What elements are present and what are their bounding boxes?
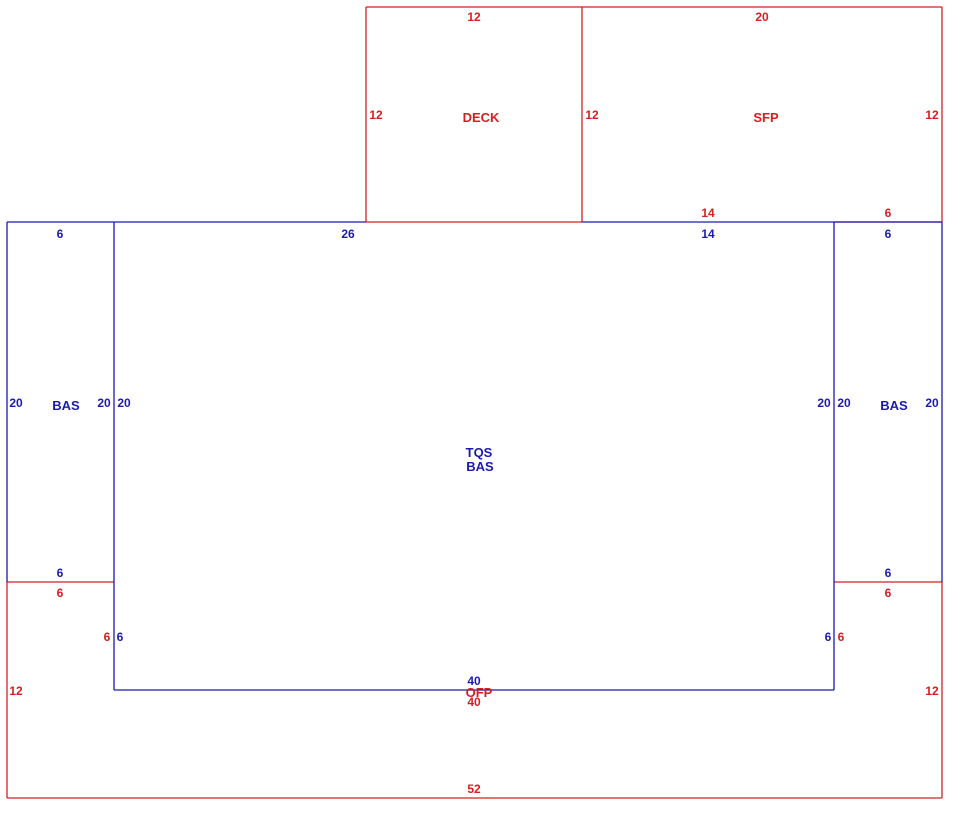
dim-bas-right-outer: 20 xyxy=(925,396,939,410)
area-label-bas-main: BAS xyxy=(466,459,494,474)
dim-bas-right-top: 6 xyxy=(885,227,892,241)
dim-sfp-bottom-right: 6 xyxy=(885,206,892,220)
dim-ofp-top-right: 6 xyxy=(885,586,892,600)
dim-ofp-top-center: 40 xyxy=(467,695,481,709)
bas-right-outline xyxy=(834,221,943,582)
dim-ofp-step-left-blue: 6 xyxy=(117,630,124,644)
dim-sfp-right: 12 xyxy=(925,108,939,122)
dim-main-bottom: 40 xyxy=(467,674,481,688)
main-living-outline xyxy=(113,221,835,691)
dim-deck-top: 12 xyxy=(467,10,481,24)
dim-ofp-step-right-blue: 6 xyxy=(825,630,832,644)
area-label-ofp: OFP xyxy=(466,685,493,700)
bas-left-outline xyxy=(6,221,114,582)
dim-ofp-right: 12 xyxy=(925,684,939,698)
deck-outline xyxy=(365,6,583,223)
area-label-sfp: SFP xyxy=(753,110,779,125)
dim-bas-left-top: 6 xyxy=(57,227,64,241)
dim-ofp-step-right: 6 xyxy=(838,630,845,644)
dim-ofp-bottom: 52 xyxy=(467,782,481,796)
dim-main-right: 20 xyxy=(817,396,831,410)
dim-main-top-right: 14 xyxy=(701,227,715,241)
dim-main-top-left: 26 xyxy=(341,227,355,241)
dim-ofp-top-left: 6 xyxy=(57,586,64,600)
area-label-deck: DECK xyxy=(463,110,500,125)
dim-sfp-bottom-left: 14 xyxy=(701,206,715,220)
dim-bas-left-inner: 20 xyxy=(97,396,111,410)
area-label-tqs: TQS xyxy=(466,445,493,460)
dim-ofp-step-left: 6 xyxy=(104,630,111,644)
dim-bas-left-bottom: 6 xyxy=(57,566,64,580)
area-label-bas-right: BAS xyxy=(880,398,908,413)
dim-bas-left-outer: 20 xyxy=(9,396,23,410)
dim-bas-right-bottom: 6 xyxy=(885,566,892,580)
dim-deck-left: 12 xyxy=(369,108,383,122)
dim-deck-right: 12 xyxy=(585,108,599,122)
ofp-outline xyxy=(6,581,943,799)
dim-main-left: 20 xyxy=(117,396,131,410)
dim-ofp-left: 12 xyxy=(9,684,23,698)
dim-sfp-top: 20 xyxy=(755,10,769,24)
area-label-bas-left: BAS xyxy=(52,398,80,413)
dim-bas-right-inner: 20 xyxy=(837,396,851,410)
